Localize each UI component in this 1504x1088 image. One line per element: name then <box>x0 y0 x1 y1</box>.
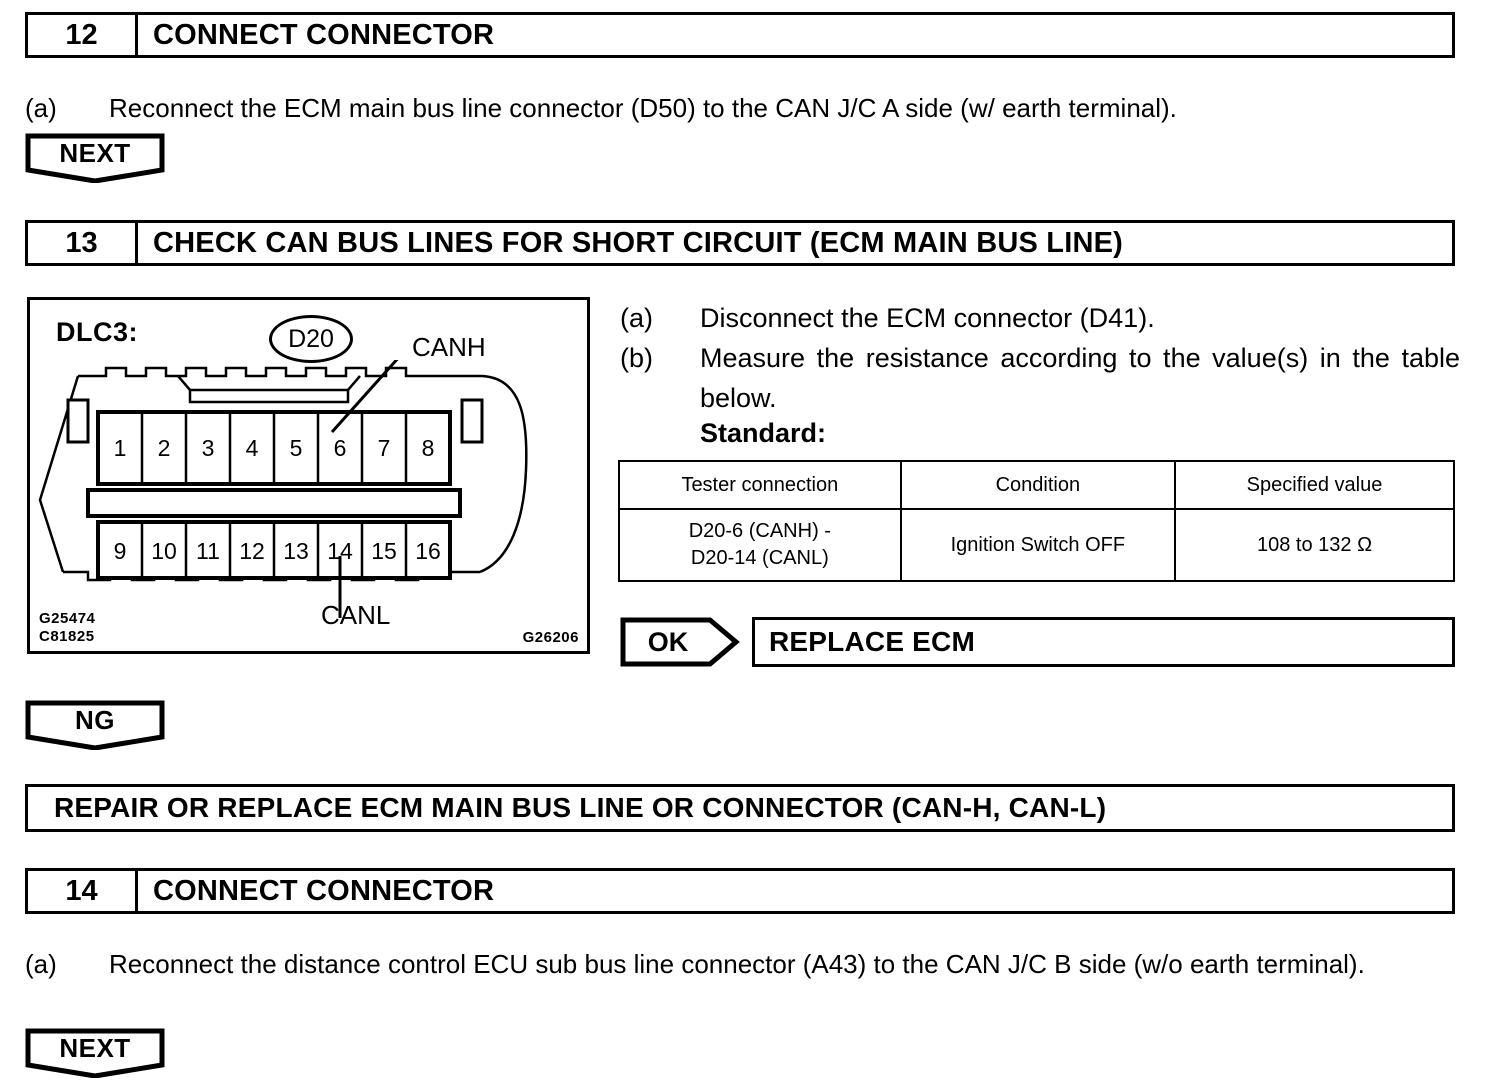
instruction-text: Measure the resistance according to the … <box>700 343 1460 413</box>
pin-label: 3 <box>202 435 215 461</box>
pin-label: 11 <box>196 538 220 564</box>
figure-title: DLC3: <box>56 317 138 347</box>
column-header-tester-connection: Tester connection <box>618 460 902 510</box>
step-header-13: 13 CHECK CAN BUS LINES FOR SHORT CIRCUIT… <box>25 220 1455 266</box>
repair-or-replace-bar: REPAIR OR REPLACE ECM MAIN BUS LINE OR C… <box>25 784 1455 832</box>
step14-instruction: (a) Reconnect the distance control ECU s… <box>25 944 1455 984</box>
pin-label: 1 <box>114 435 127 461</box>
instruction-text: Reconnect the ECM main bus line connecto… <box>109 93 1177 123</box>
pin-label: 10 <box>151 538 177 564</box>
instruction-text: Disconnect the ECM connector (D41). <box>700 303 1155 333</box>
flag-shape-icon <box>25 1028 165 1078</box>
cell-condition: Ignition Switch OFF <box>899 508 1177 582</box>
next-label: NEXT <box>59 1032 131 1063</box>
step-header-12: 12 CONNECT CONNECTOR <box>25 12 1455 58</box>
table-row: D20-6 (CANH) - D20-14 (CANL) Ignition Sw… <box>618 508 1455 582</box>
step-title: CONNECT CONNECTOR <box>153 18 495 51</box>
replace-ecm-bar: REPLACE ECM <box>752 617 1455 667</box>
next-label: NEXT <box>59 137 131 168</box>
dlc3-connector-drawing: 1 2 3 4 5 6 7 8 <box>38 360 528 618</box>
pin-label: 6 <box>334 435 347 461</box>
column-header-specified-value: Specified value <box>1174 460 1455 510</box>
figure-code-left: G25474 C81825 <box>39 610 95 646</box>
instruction-text: Reconnect the distance control ECU sub b… <box>109 949 1365 979</box>
tester-connection-line-2: D20-14 (CANL) <box>690 547 829 569</box>
pin-label: 4 <box>246 435 259 461</box>
canh-label: CANH <box>412 332 486 362</box>
ng-flag: NG <box>25 700 165 750</box>
pin-label: 15 <box>371 538 397 564</box>
flag-shape-icon <box>25 133 165 183</box>
step-title: CHECK CAN BUS LINES FOR SHORT CIRCUIT (E… <box>153 226 1123 259</box>
canh-leader-line <box>330 360 399 434</box>
figure-code-left-1: G25474 <box>39 610 96 627</box>
step-header-14: 14 CONNECT CONNECTOR <box>25 868 1455 914</box>
column-header-condition: Condition <box>899 460 1177 510</box>
cell-specified-value: 108 to 132 Ω <box>1174 508 1455 582</box>
step-number: 14 <box>28 871 138 911</box>
list-marker: (a) <box>25 93 57 123</box>
list-marker: (b) <box>620 343 653 373</box>
tester-connection-line-1: D20-6 (CANH) - <box>688 520 831 542</box>
step13-instruction-a: (a) Disconnect the ECM connector (D41). <box>620 298 1460 338</box>
ng-label: NG <box>75 704 115 735</box>
center-divider-bar <box>86 488 462 518</box>
table-header-row: Tester connection Condition Specified va… <box>618 460 1455 510</box>
pin-label: 13 <box>283 538 309 564</box>
pin-label: 2 <box>158 435 171 461</box>
connector-id-badge: D20 <box>269 315 353 363</box>
canl-label: CANL <box>321 600 391 630</box>
step-title: CONNECT CONNECTOR <box>153 874 495 907</box>
pin-row-bottom: 9 10 11 12 13 14 15 16 <box>96 520 452 580</box>
pin-label: 12 <box>239 538 265 564</box>
list-marker: (a) <box>620 303 653 333</box>
figure-code-left-2: C81825 <box>39 628 95 645</box>
ok-label: OK <box>647 626 689 657</box>
pin-row-top: 1 2 3 4 5 6 7 8 <box>96 410 452 486</box>
step12-instruction: (a) Reconnect the ECM main bus line conn… <box>25 88 1455 128</box>
figure-code-right: G26206 <box>522 629 579 646</box>
right-latch-rect <box>460 398 484 444</box>
next-flag-14: NEXT <box>25 1028 165 1078</box>
dlc3-figure-panel: DLC3: D20 CANH CANL <box>27 297 590 654</box>
ok-arrow-icon <box>620 617 740 667</box>
next-flag-12: NEXT <box>25 133 165 183</box>
ok-result-row: OK REPLACE ECM <box>620 617 1455 667</box>
standard-table: Tester connection Condition Specified va… <box>618 460 1455 582</box>
left-latch-rect <box>66 398 90 444</box>
pin-label: 8 <box>422 435 435 461</box>
standard-label: Standard: <box>700 418 827 448</box>
ok-tag: OK <box>620 617 740 667</box>
step-number: 13 <box>28 223 138 263</box>
list-marker: (a) <box>25 949 57 979</box>
pin-label: 5 <box>290 435 303 461</box>
pin-label: 9 <box>114 538 127 564</box>
cell-tester-connection: D20-6 (CANH) - D20-14 (CANL) <box>618 508 902 582</box>
pin-label: 16 <box>415 538 441 564</box>
step13-instruction-b: (b) Measure the resistance according to … <box>620 338 1460 418</box>
flag-shape-icon <box>25 700 165 750</box>
pin-label: 7 <box>378 435 391 461</box>
step-number: 12 <box>28 15 138 55</box>
